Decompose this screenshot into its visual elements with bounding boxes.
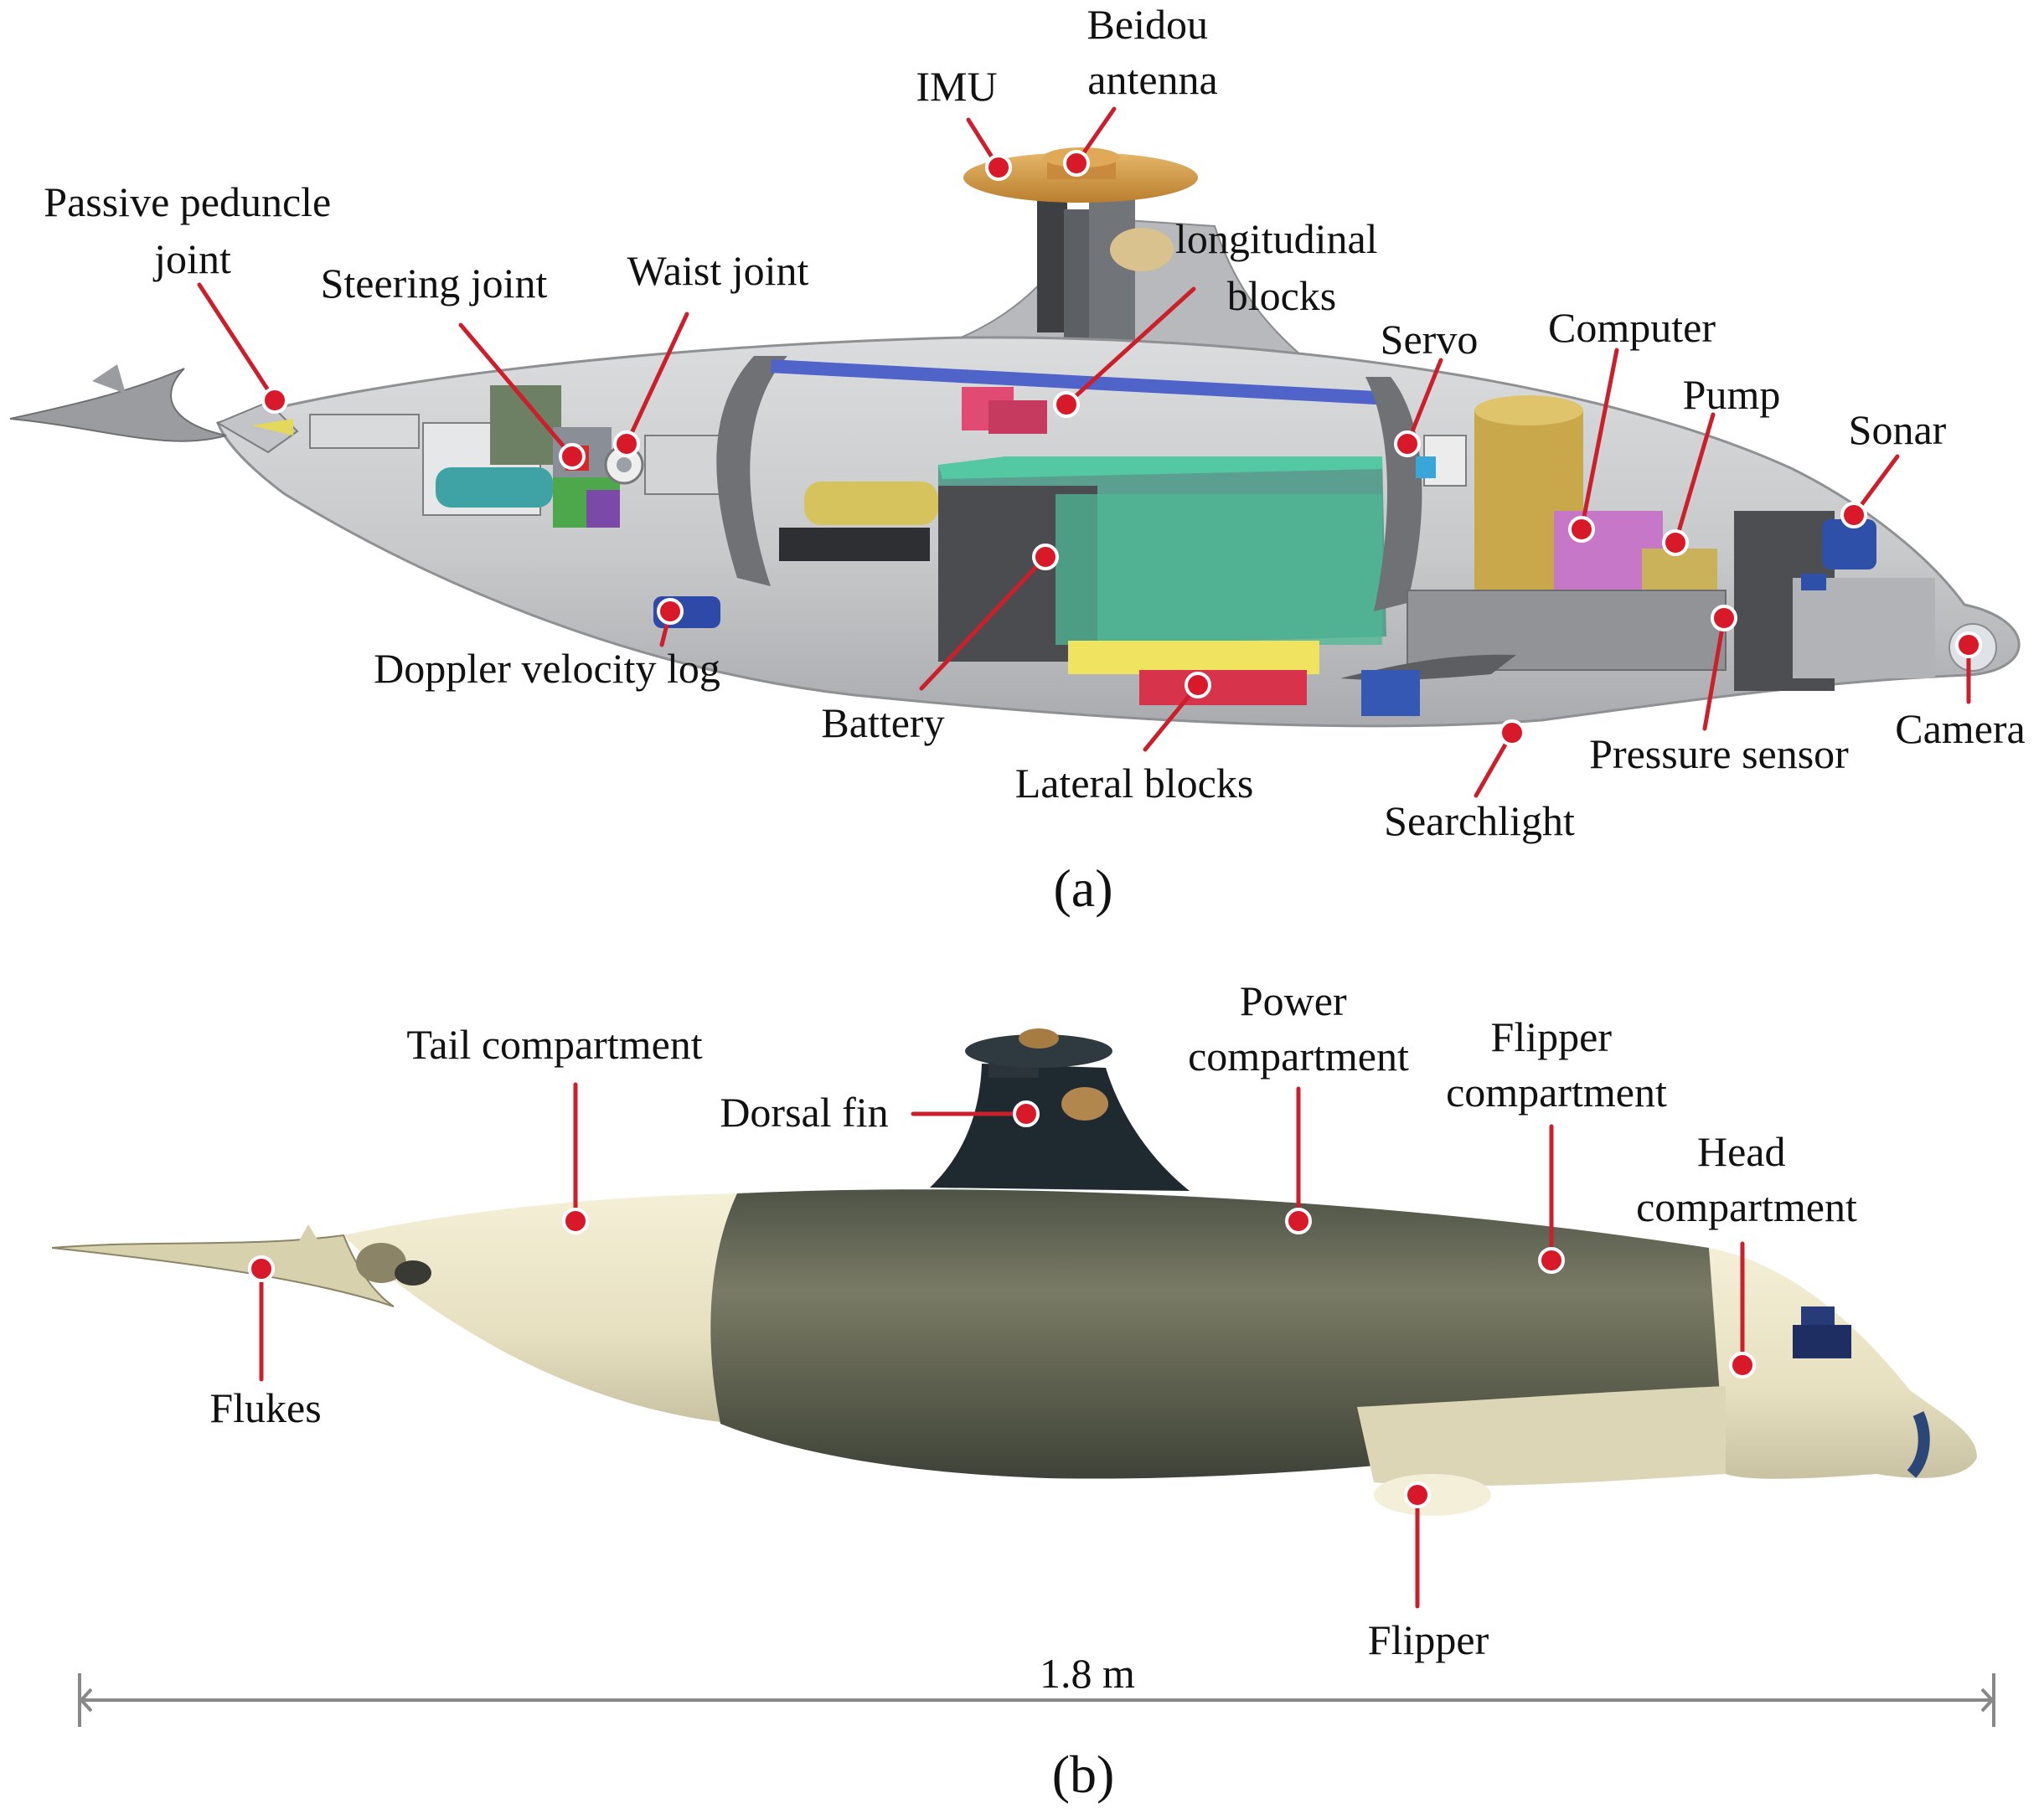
label-camera: Camera (1895, 705, 2025, 752)
marker-camera (1957, 633, 1980, 657)
label-computer: Computer (1548, 304, 1716, 351)
label-power-compartment: Power compartment (1188, 977, 1409, 1080)
marker-waist-joint (615, 432, 638, 456)
panel-b-illustration (52, 1028, 1977, 1516)
label-dorsal-fin: Dorsal fin (720, 1089, 888, 1136)
label-head-compartment: Head compartment (1636, 1128, 1857, 1230)
marker-passive-peduncle-joint (263, 389, 286, 412)
marker-pump (1664, 531, 1687, 554)
marker-pressure-sensor (1712, 606, 1736, 630)
label-doppler-velocity-log: Doppler velocity log (374, 645, 720, 692)
label-battery: Battery (821, 699, 944, 746)
marker-power-compartment (1287, 1209, 1310, 1233)
label-tail-compartment: Tail compartment (406, 1021, 702, 1068)
length-label: 1.8 m (1040, 1650, 1135, 1697)
marker-doppler-velocity-log (658, 600, 682, 623)
label-flipper-compartment: Flipper compartment (1446, 1013, 1667, 1116)
label-servo: Servo (1381, 316, 1479, 363)
marker-imu (987, 156, 1010, 179)
marker-flipper-compartment (1540, 1249, 1563, 1272)
panel-a-illustration (10, 147, 2019, 726)
label-pump: Pump (1683, 371, 1781, 418)
marker-sonar (1842, 503, 1866, 527)
marker-computer (1570, 518, 1593, 541)
flukes-b (52, 1235, 394, 1306)
label-sonar: Sonar (1849, 406, 1947, 453)
marker-tail-compartment (564, 1209, 587, 1233)
marker-steering-joint (560, 445, 584, 468)
label-steering-joint: Steering joint (321, 260, 548, 307)
dorsal-fin-b (930, 1064, 1190, 1191)
label-passive-peduncle-joint: Passive peduncle joint (44, 178, 341, 282)
marker-servo (1396, 432, 1419, 456)
marker-searchlight (1500, 721, 1524, 745)
tail-compartment-shell (343, 1193, 737, 1424)
label-searchlight: Searchlight (1384, 797, 1575, 844)
label-beidou-antenna: Beidou antenna (1087, 1, 1219, 103)
marker-longitudinal-blocks (1055, 393, 1078, 416)
marker-beidou-antenna (1065, 152, 1088, 175)
label-imu: IMU (916, 63, 997, 110)
marker-flukes (250, 1257, 273, 1281)
marker-head-compartment (1731, 1353, 1754, 1377)
caption-a: (a) (1053, 858, 1112, 918)
marker-flipper (1406, 1483, 1429, 1507)
label-flukes: Flukes (209, 1384, 321, 1431)
label-pressure-sensor: Pressure sensor (1589, 730, 1849, 777)
marker-lateral-blocks (1186, 673, 1210, 697)
label-flipper: Flipper (1368, 1616, 1489, 1663)
marker-dorsal-fin (1014, 1102, 1038, 1126)
label-lateral-blocks: Lateral blocks (1015, 760, 1254, 807)
length-dimension: 1.8 m (80, 1650, 1994, 1727)
marker-battery (1034, 545, 1057, 569)
label-waist-joint: Waist joint (627, 247, 809, 294)
caption-b: (b) (1052, 1744, 1115, 1804)
battery-box (938, 456, 1386, 662)
